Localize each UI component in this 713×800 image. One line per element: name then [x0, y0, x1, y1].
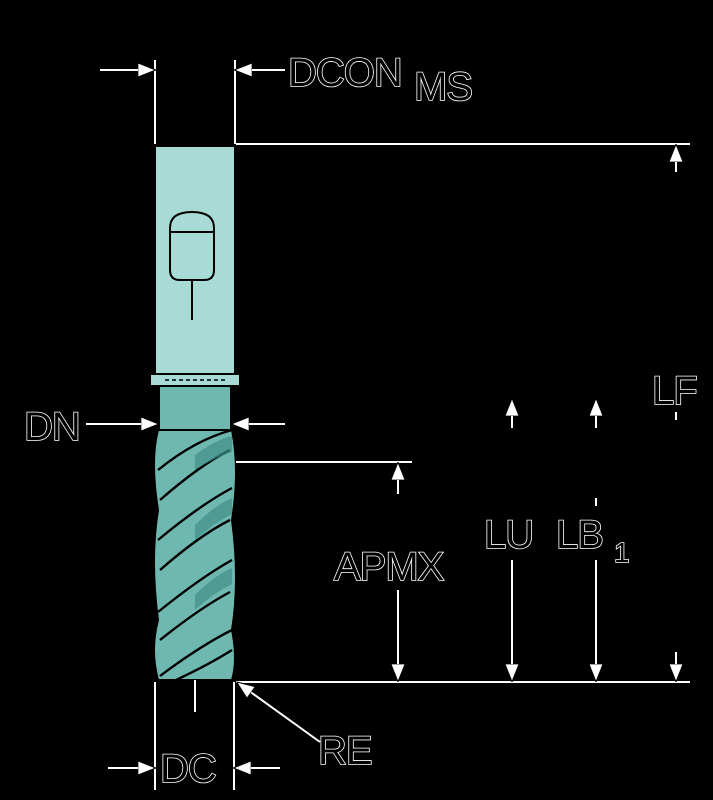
- label-dc: DC: [160, 747, 216, 791]
- label-dn: DN: [24, 405, 80, 449]
- label-lb: LB: [556, 513, 603, 557]
- end-mill-tool: [149, 145, 241, 712]
- tool-flutes: [153, 429, 237, 681]
- shank-flat: [169, 210, 215, 281]
- tool-neck: [158, 385, 232, 431]
- dimension-lines: [86, 60, 690, 790]
- re-leader: [238, 683, 321, 743]
- label-apmx: APMX: [334, 545, 444, 589]
- dimension-labels: DCON MS DN APMX LU LB 1 LF RE DC: [23, 50, 698, 792]
- label-dcon-subscript: MS: [414, 65, 472, 109]
- label-lb-subscript: 1: [614, 537, 629, 568]
- label-lf: LF: [652, 369, 697, 413]
- label-re: RE: [318, 729, 372, 773]
- flute-shading: [195, 436, 232, 610]
- label-lu: LU: [484, 513, 533, 557]
- label-dcon: DCON: [288, 51, 402, 95]
